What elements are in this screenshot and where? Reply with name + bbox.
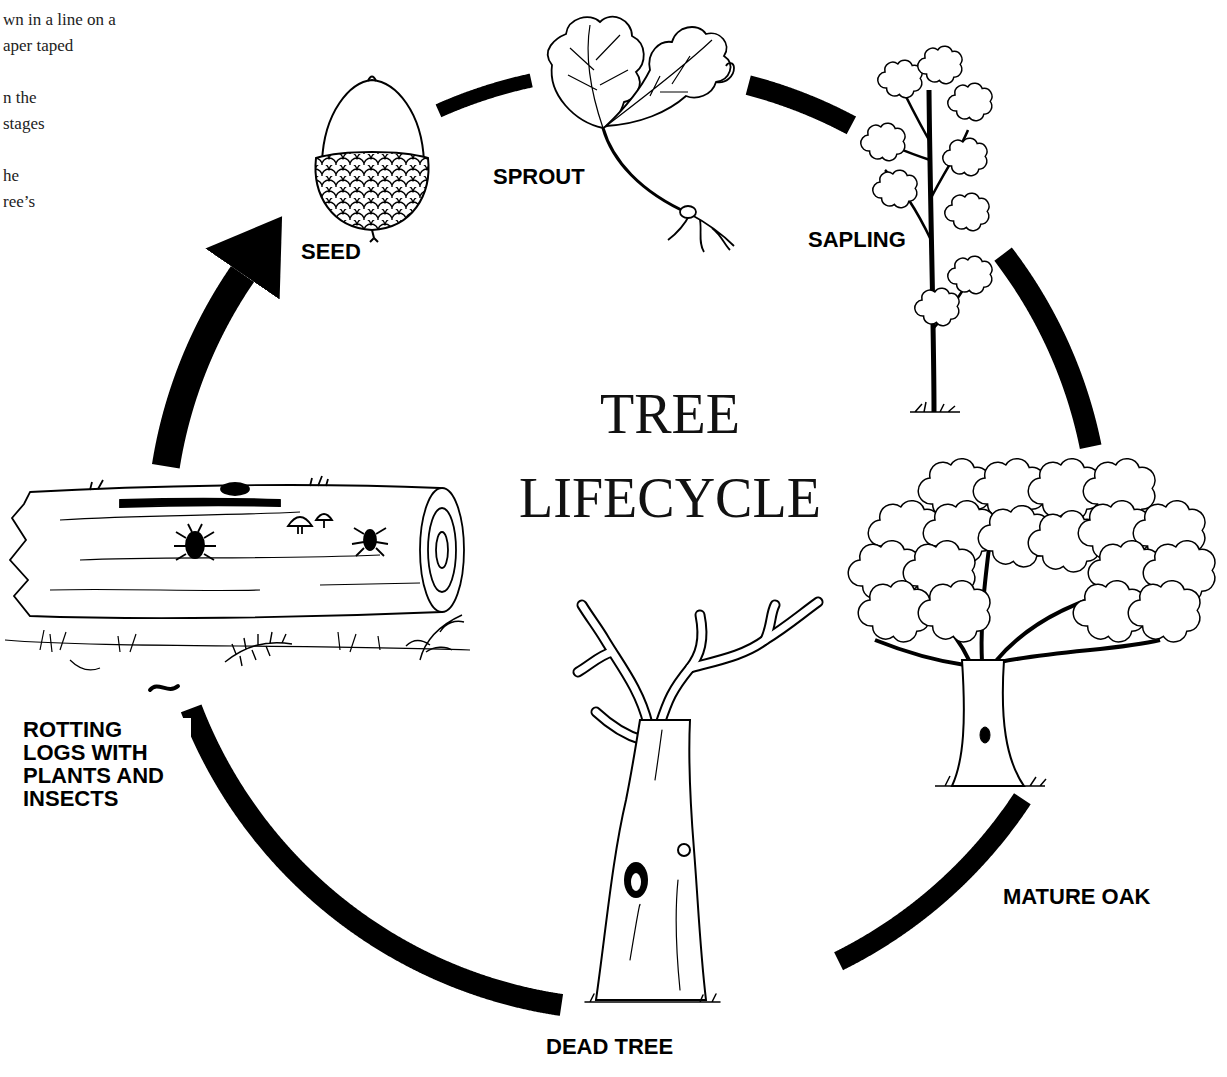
cycle-arrow (839, 799, 1023, 961)
dead-tree-drawing (578, 602, 818, 1002)
diagram-title: TREE LIFECYCLE (470, 372, 870, 540)
stage-label: SEED (298, 240, 364, 263)
cropped-text: stages (3, 114, 45, 134)
cropped-text: aper taped (3, 36, 73, 56)
stage-label: ROTTING LOGS WITH PLANTS AND INSECTS (20, 718, 191, 810)
stage-node: MATURE OAK (850, 455, 1220, 790)
sprout-drawing (548, 17, 734, 252)
acorn-drawing (315, 77, 428, 243)
oak-drawing (848, 459, 1215, 786)
stage-label: SPROUT (490, 165, 588, 188)
cycle-arrow (1003, 254, 1091, 447)
stage-node: ROTTING LOGS WITH PLANTS AND INSECTS (5, 475, 470, 700)
cropped-text: n the (3, 88, 37, 108)
cropped-text: wn in a line on a (3, 10, 116, 30)
rotting-log-drawing (5, 476, 470, 690)
cropped-text: he (3, 166, 19, 186)
stage-label: DEAD TREE (543, 1035, 676, 1058)
stage-node: SAPLING (860, 60, 995, 415)
cycle-arrow (438, 80, 531, 110)
stage-node: SPROUT (540, 5, 740, 255)
stage-label: SAPLING (805, 228, 909, 251)
stage-label: MATURE OAK (1000, 885, 1153, 908)
stage-node: DEAD TREE (570, 595, 830, 1012)
cropped-text: ree’s (3, 192, 35, 212)
cycle-arrow (191, 708, 561, 1005)
cycle-arrow (748, 85, 851, 125)
cycle-arrow (166, 274, 243, 466)
stage-node: SEED (315, 75, 430, 232)
